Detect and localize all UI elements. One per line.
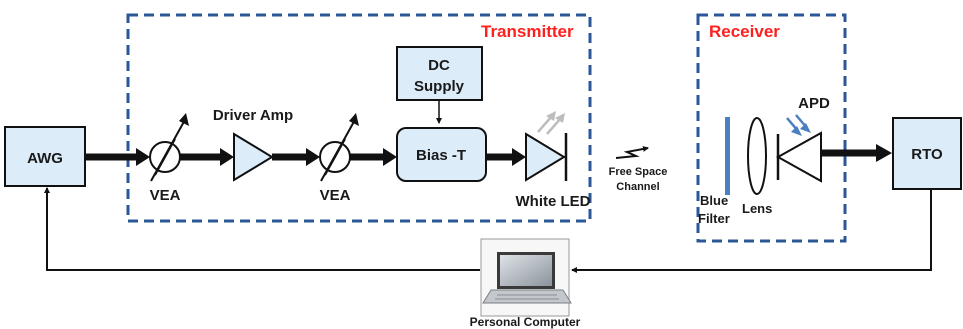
- arrowhead-apd-rto: [876, 144, 892, 162]
- incident-light-icon: [786, 114, 811, 136]
- transmitter-region: [126, 13, 592, 223]
- arrowhead-biast-led: [512, 148, 526, 166]
- transmitter-title: Transmitter: [481, 22, 574, 41]
- blue-filter-line1: Blue: [700, 193, 728, 208]
- blue-filter-line2: Filter: [698, 211, 730, 226]
- white-led-icon: [525, 132, 568, 182]
- channel-line2: Channel: [616, 181, 659, 193]
- channel-squiggle-icon: [615, 145, 649, 159]
- blue-filter-icon: [725, 117, 730, 195]
- receiver-region: [696, 13, 847, 243]
- bias-t-box: [396, 127, 487, 182]
- white-led-label: White LED: [516, 193, 591, 210]
- receiver-title: Receiver: [709, 22, 780, 41]
- channel-line1: Free Space: [609, 166, 668, 178]
- vea2-label: VEA: [320, 187, 351, 204]
- awg-label: AWG: [27, 150, 63, 167]
- driver-amp-label: Driver Amp: [213, 107, 293, 124]
- vea2-icon: [319, 113, 359, 182]
- arrowhead-awg-vea1: [136, 148, 150, 166]
- lens-icon: [747, 117, 767, 195]
- driver-amp-icon: [233, 132, 274, 182]
- dc-supply-line2: Supply: [414, 78, 465, 95]
- pc-label: Personal Computer: [470, 315, 581, 329]
- apd-icon: [775, 131, 822, 183]
- arrowhead-amp-vea2: [306, 148, 320, 166]
- rto-box: [892, 117, 962, 190]
- dc-supply-line1: DC: [428, 57, 450, 74]
- wire-pc-awg: [44, 187, 480, 271]
- light-emission-icon: [537, 111, 565, 135]
- apd-label: APD: [798, 95, 830, 112]
- bias-t-label: Bias -T: [416, 147, 466, 164]
- rto-label: RTO: [911, 146, 943, 163]
- vea1-label: VEA: [150, 187, 181, 204]
- lens-label: Lens: [742, 201, 772, 216]
- wire-rto-pc: [571, 189, 932, 273]
- vea1-icon: [149, 113, 189, 182]
- arrowhead-vea1-amp: [220, 148, 234, 166]
- laptop-icon: [480, 238, 572, 317]
- arrowhead-vea2-biast: [383, 148, 397, 166]
